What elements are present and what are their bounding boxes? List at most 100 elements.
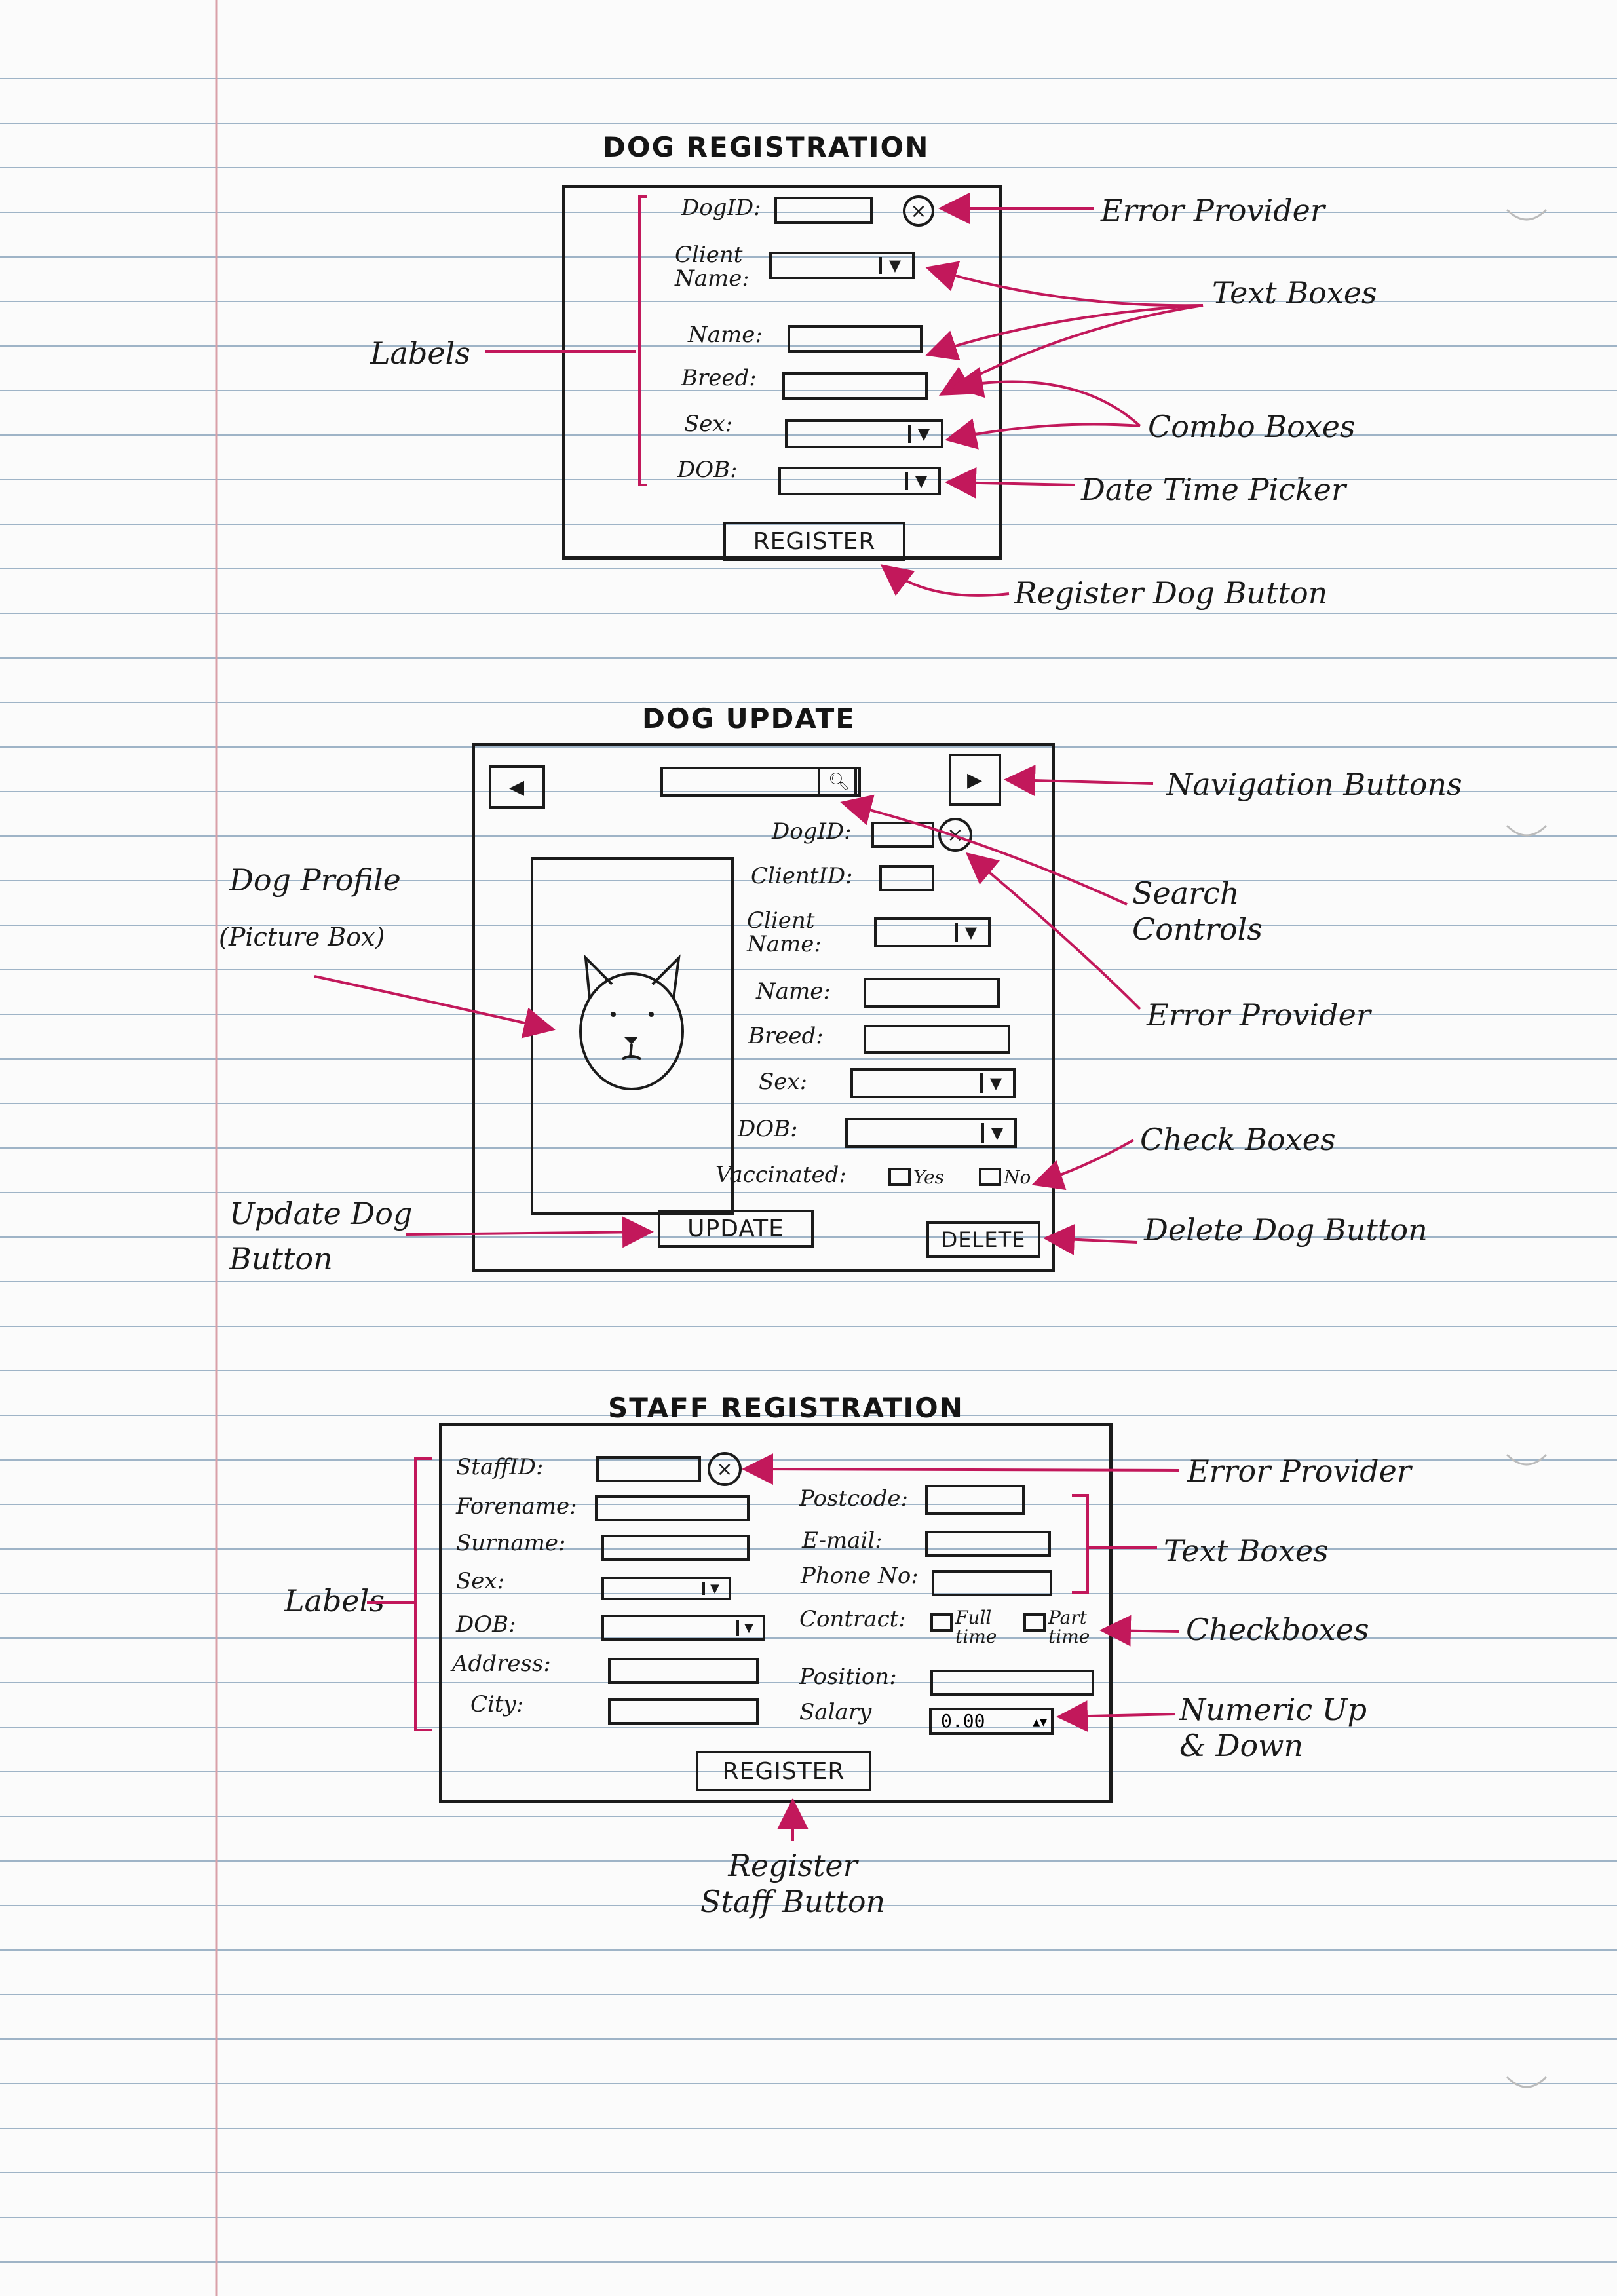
email-textbox[interactable] bbox=[925, 1531, 1051, 1557]
dob-date-time-picker[interactable]: ▼ bbox=[601, 1615, 765, 1641]
previous-record-button[interactable]: ◀ bbox=[489, 765, 545, 809]
annotation-combo-boxes: Combo Boxes bbox=[1148, 409, 1356, 444]
dob-date-time-picker[interactable]: ▼ bbox=[845, 1118, 1017, 1148]
client-id-textbox[interactable] bbox=[879, 865, 934, 891]
annotation-date-time-picker: Date Time Picker bbox=[1081, 472, 1346, 507]
staff-registration-title: STAFF REGISTRATION bbox=[608, 1392, 964, 1424]
annotation-text-boxes: Text Boxes bbox=[1212, 275, 1377, 311]
label-dob: DOB: bbox=[456, 1611, 516, 1637]
label-dob: DOB: bbox=[738, 1116, 798, 1142]
label-part-time: Part time bbox=[1048, 1607, 1090, 1648]
name-textbox[interactable] bbox=[864, 978, 1000, 1008]
label-city: City: bbox=[470, 1691, 524, 1717]
annotation-labels: Labels bbox=[370, 335, 470, 371]
label-dog-id: DogID: bbox=[772, 818, 852, 845]
chevron-down-icon[interactable]: ▼ bbox=[980, 1073, 1009, 1093]
label-staff-id: StaffID: bbox=[456, 1454, 544, 1480]
sex-combobox[interactable]: ▼ bbox=[785, 419, 943, 448]
label-name: Name: bbox=[756, 978, 831, 1004]
label-forename: Forename: bbox=[456, 1493, 577, 1520]
label-vaccinated: Vaccinated: bbox=[715, 1162, 847, 1188]
annotation-checkboxes: Checkboxes bbox=[1186, 1612, 1369, 1647]
label-breed: Breed: bbox=[748, 1023, 824, 1049]
search-icon: 🔍︎ bbox=[828, 772, 850, 792]
client-name-combobox[interactable]: ▼ bbox=[769, 252, 915, 279]
annotation-navigation-buttons: Navigation Buttons bbox=[1166, 767, 1462, 802]
error-provider-icon: × bbox=[903, 195, 934, 227]
label-client-name: Client Name: bbox=[675, 242, 750, 292]
dog-id-textbox[interactable] bbox=[774, 197, 873, 224]
label-full-time: Full time bbox=[955, 1607, 997, 1648]
dog-update-title: DOG UPDATE bbox=[642, 702, 856, 735]
client-name-combobox[interactable]: ▼ bbox=[874, 917, 991, 947]
calendar-dropdown-icon[interactable]: ▼ bbox=[905, 472, 934, 490]
annotation-register-dog-button: Register Dog Button bbox=[1014, 575, 1328, 611]
search-button[interactable]: 🔍︎ bbox=[818, 767, 861, 797]
annotation-register-staff-button: Register Staff Button bbox=[700, 1848, 886, 1920]
label-breed: Breed: bbox=[681, 365, 757, 391]
vaccinated-no-checkbox[interactable] bbox=[979, 1168, 1001, 1186]
salary-numeric-up-down[interactable]: 0.00▲▼ bbox=[929, 1708, 1054, 1735]
label-client-id: ClientID: bbox=[751, 863, 853, 889]
dob-date-time-picker[interactable]: ▼ bbox=[778, 467, 941, 495]
binder-hole bbox=[1506, 824, 1548, 837]
register-dog-button[interactable]: REGISTER bbox=[723, 522, 905, 561]
chevron-down-icon[interactable]: ▼ bbox=[955, 923, 984, 942]
vaccinated-yes-checkbox[interactable] bbox=[888, 1168, 911, 1186]
chevron-down-icon[interactable]: ▼ bbox=[702, 1582, 725, 1596]
sex-combobox[interactable]: ▼ bbox=[601, 1577, 731, 1600]
search-textbox[interactable] bbox=[660, 767, 857, 797]
error-provider-icon: × bbox=[708, 1452, 742, 1486]
annotation-picture-box: (Picture Box) bbox=[219, 923, 385, 951]
annotation-error-provider: Error Provider bbox=[1101, 193, 1325, 228]
arrow-left-icon: ◀ bbox=[508, 775, 525, 799]
register-staff-button[interactable]: REGISTER bbox=[696, 1751, 871, 1791]
update-dog-button[interactable]: UPDATE bbox=[658, 1210, 814, 1248]
calendar-dropdown-icon[interactable]: ▼ bbox=[736, 1620, 759, 1636]
address-textbox[interactable] bbox=[608, 1658, 759, 1684]
error-provider-icon: × bbox=[938, 818, 972, 852]
phone-textbox[interactable] bbox=[932, 1570, 1052, 1596]
contract-part-time-checkbox[interactable] bbox=[1023, 1613, 1046, 1632]
annotation-text-boxes: Text Boxes bbox=[1164, 1533, 1329, 1569]
staff-registration-form bbox=[439, 1423, 1113, 1803]
surname-textbox[interactable] bbox=[601, 1535, 750, 1561]
name-textbox[interactable] bbox=[788, 325, 923, 353]
binder-hole bbox=[1506, 1453, 1548, 1466]
binder-hole bbox=[1506, 2076, 1548, 2088]
dog-profile-picture-box bbox=[531, 857, 734, 1215]
staff-id-textbox[interactable] bbox=[596, 1456, 701, 1482]
annotation-error-provider: Error Provider bbox=[1147, 997, 1371, 1033]
label-position: Position: bbox=[799, 1664, 897, 1690]
label-contract: Contract: bbox=[799, 1606, 906, 1632]
label-sex: Sex: bbox=[456, 1568, 505, 1594]
label-phone: Phone No: bbox=[801, 1563, 919, 1589]
sex-combobox[interactable]: ▼ bbox=[850, 1068, 1016, 1098]
binder-hole bbox=[1506, 208, 1548, 221]
postcode-textbox[interactable] bbox=[925, 1485, 1025, 1515]
forename-textbox[interactable] bbox=[595, 1495, 750, 1521]
annotation-search-controls: Search Controls bbox=[1132, 875, 1263, 947]
label-address: Address: bbox=[452, 1651, 551, 1677]
label-dog-id: DogID: bbox=[681, 195, 761, 221]
dog-face-icon bbox=[579, 954, 684, 1090]
label-email: E-mail: bbox=[802, 1527, 883, 1554]
chevron-down-icon[interactable]: ▼ bbox=[879, 256, 908, 275]
breed-textbox[interactable] bbox=[782, 372, 928, 400]
dog-registration-title: DOG REGISTRATION bbox=[603, 131, 930, 163]
contract-full-time-checkbox[interactable] bbox=[930, 1613, 953, 1632]
dog-id-textbox[interactable] bbox=[871, 822, 934, 848]
annotation-update-dog-button: Update Dog Button bbox=[229, 1196, 413, 1276]
calendar-dropdown-icon[interactable]: ▼ bbox=[981, 1123, 1010, 1143]
chevron-down-icon[interactable]: ▼ bbox=[908, 425, 937, 443]
annotation-error-provider: Error Provider bbox=[1187, 1453, 1411, 1489]
city-textbox[interactable] bbox=[608, 1698, 759, 1725]
position-textbox[interactable] bbox=[930, 1670, 1094, 1696]
next-record-button[interactable]: ▶ bbox=[949, 754, 1001, 806]
label-name: Name: bbox=[688, 322, 763, 348]
spinner-arrows-icon[interactable]: ▲▼ bbox=[1033, 1715, 1047, 1729]
annotation-labels: Labels bbox=[284, 1583, 385, 1618]
delete-dog-button[interactable]: DELETE bbox=[926, 1221, 1040, 1258]
breed-textbox[interactable] bbox=[864, 1025, 1010, 1054]
